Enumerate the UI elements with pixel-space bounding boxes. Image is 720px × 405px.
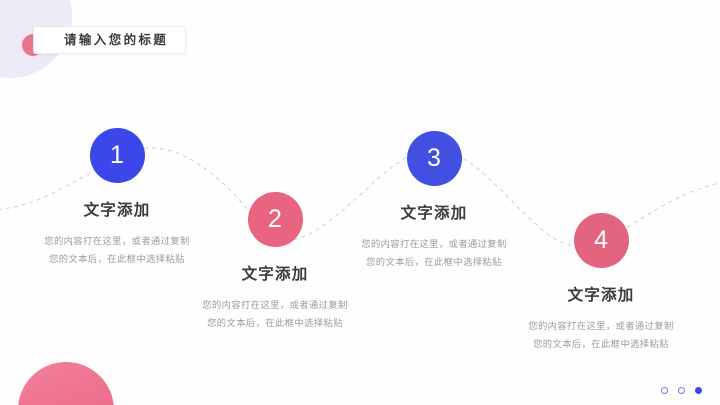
step-number-1: 1 bbox=[110, 141, 124, 169]
page-title: 请输入您的标题 bbox=[64, 32, 169, 47]
pagination-dot-3-active[interactable] bbox=[695, 387, 702, 394]
pagination-dots[interactable] bbox=[661, 387, 702, 394]
step-number-badge-4: 4 bbox=[573, 213, 629, 268]
step-body-3: 您的内容打在这里，或者通过复制您的文本后，在此框中选择粘贴 bbox=[361, 238, 507, 268]
slide-title-group: 请输入您的标题 bbox=[22, 26, 187, 56]
step-number-badge-2: 2 bbox=[247, 192, 303, 247]
step-body-2: 您的内容打在这里，或者通过复制您的文本后，在此框中选择粘贴 bbox=[202, 299, 348, 329]
step-number-4: 4 bbox=[594, 226, 608, 254]
step-number-badge-3: 3 bbox=[406, 131, 462, 186]
step-body-4: 您的内容打在这里，或者通过复制您的文本后，在此框中选择粘贴 bbox=[528, 320, 674, 350]
step-number-3: 3 bbox=[427, 144, 441, 172]
decorative-pink-circle bbox=[18, 362, 114, 405]
pagination-dot-2[interactable] bbox=[678, 387, 685, 394]
step-heading-2: 文字添加 bbox=[241, 266, 309, 283]
step-body-1: 您的内容打在这里，或者通过复制您的文本后，在此框中选择粘贴 bbox=[44, 235, 190, 265]
step-number-2: 2 bbox=[268, 205, 282, 233]
slide-title-box[interactable]: 请输入您的标题 bbox=[33, 26, 187, 54]
step-number-badge-1: 1 bbox=[89, 128, 145, 183]
step-heading-4: 文字添加 bbox=[567, 287, 635, 304]
step-item-4[interactable]: 4 文字添加 您的内容打在这里，或者通过复制您的文本后，在此框中选择粘贴 bbox=[501, 213, 701, 354]
pagination-dot-1[interactable] bbox=[661, 387, 668, 394]
